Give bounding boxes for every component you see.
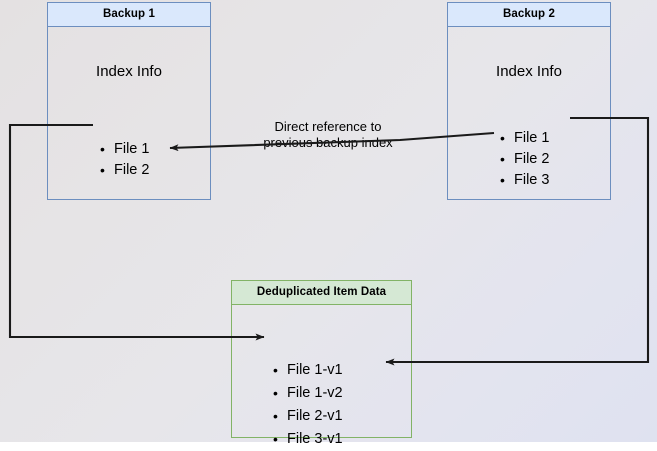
backup1-node[interactable]: Backup 1 Index Info File 1 File 2: [47, 2, 211, 200]
backup2-node[interactable]: Backup 2 Index Info File 1 File 2 File 3: [447, 2, 611, 200]
list-item[interactable]: File 1-v2: [273, 382, 343, 405]
dedup-header: Deduplicated Item Data: [232, 281, 411, 305]
list-item[interactable]: File 3-v1: [273, 428, 343, 451]
edge-caption: Direct reference to previous backup inde…: [249, 119, 407, 151]
list-item[interactable]: File 1: [500, 128, 549, 149]
list-item[interactable]: File 3: [500, 170, 549, 191]
backup2-index-info-label: Index Info: [496, 63, 562, 80]
backup2-file-list: File 1 File 2 File 3: [500, 128, 549, 191]
list-item[interactable]: File 2: [100, 160, 149, 181]
deduplicated-item-data-node[interactable]: Deduplicated Item Data File 1-v1 File 1-…: [231, 280, 412, 451]
dedup-body: File 1-v1 File 1-v2 File 2-v1 File 3-v1: [232, 305, 411, 451]
backup1-index-info-label: Index Info: [96, 63, 162, 80]
backup1-file-list: File 1 File 2: [100, 139, 149, 181]
edge-caption-line2: previous backup index: [263, 135, 393, 150]
backup1-header: Backup 1: [48, 3, 210, 27]
list-item[interactable]: File 1: [100, 139, 149, 160]
backup2-body: Index Info File 1 File 2 File 3: [448, 27, 610, 199]
list-item[interactable]: File 2-v1: [273, 405, 343, 428]
list-item[interactable]: File 1-v1: [273, 359, 343, 382]
backup1-body: Index Info File 1 File 2: [48, 27, 210, 199]
edge-caption-line1: Direct reference to: [274, 119, 382, 134]
list-item[interactable]: File 2: [500, 149, 549, 170]
backup2-header: Backup 2: [448, 3, 610, 27]
dedup-item-list: File 1-v1 File 1-v2 File 2-v1 File 3-v1: [273, 359, 343, 451]
